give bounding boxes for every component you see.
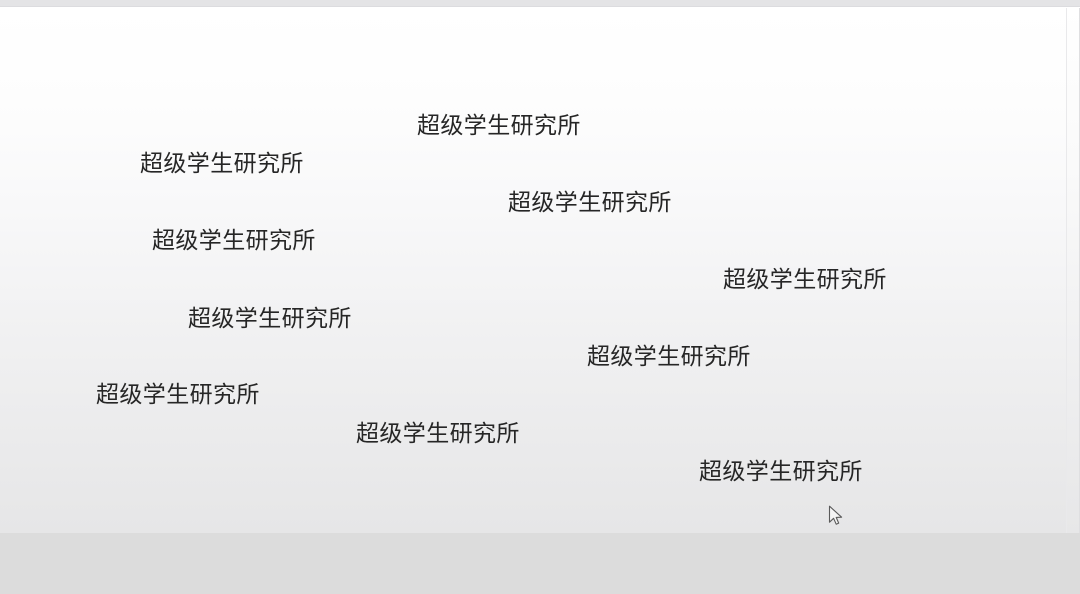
watermark-text: 超级学生研究所 — [587, 344, 751, 369]
watermark-text: 超级学生研究所 — [417, 113, 581, 138]
watermark-text: 超级学生研究所 — [96, 382, 260, 407]
watermark-layer: 超级学生研究所超级学生研究所超级学生研究所超级学生研究所超级学生研究所超级学生研… — [0, 8, 1080, 533]
page-right-edge — [1066, 8, 1080, 533]
top-chrome-bar — [0, 0, 1080, 7]
watermark-text: 超级学生研究所 — [699, 459, 863, 484]
watermark-text: 超级学生研究所 — [356, 421, 520, 446]
page-viewport[interactable]: 超级学生研究所超级学生研究所超级学生研究所超级学生研究所超级学生研究所超级学生研… — [0, 8, 1080, 533]
watermark-text: 超级学生研究所 — [140, 151, 304, 176]
watermark-text: 超级学生研究所 — [188, 306, 352, 331]
watermark-text: 超级学生研究所 — [723, 267, 887, 292]
watermark-text: 超级学生研究所 — [152, 228, 316, 253]
watermark-text: 超级学生研究所 — [508, 190, 672, 215]
bottom-chrome-bar — [0, 533, 1080, 594]
